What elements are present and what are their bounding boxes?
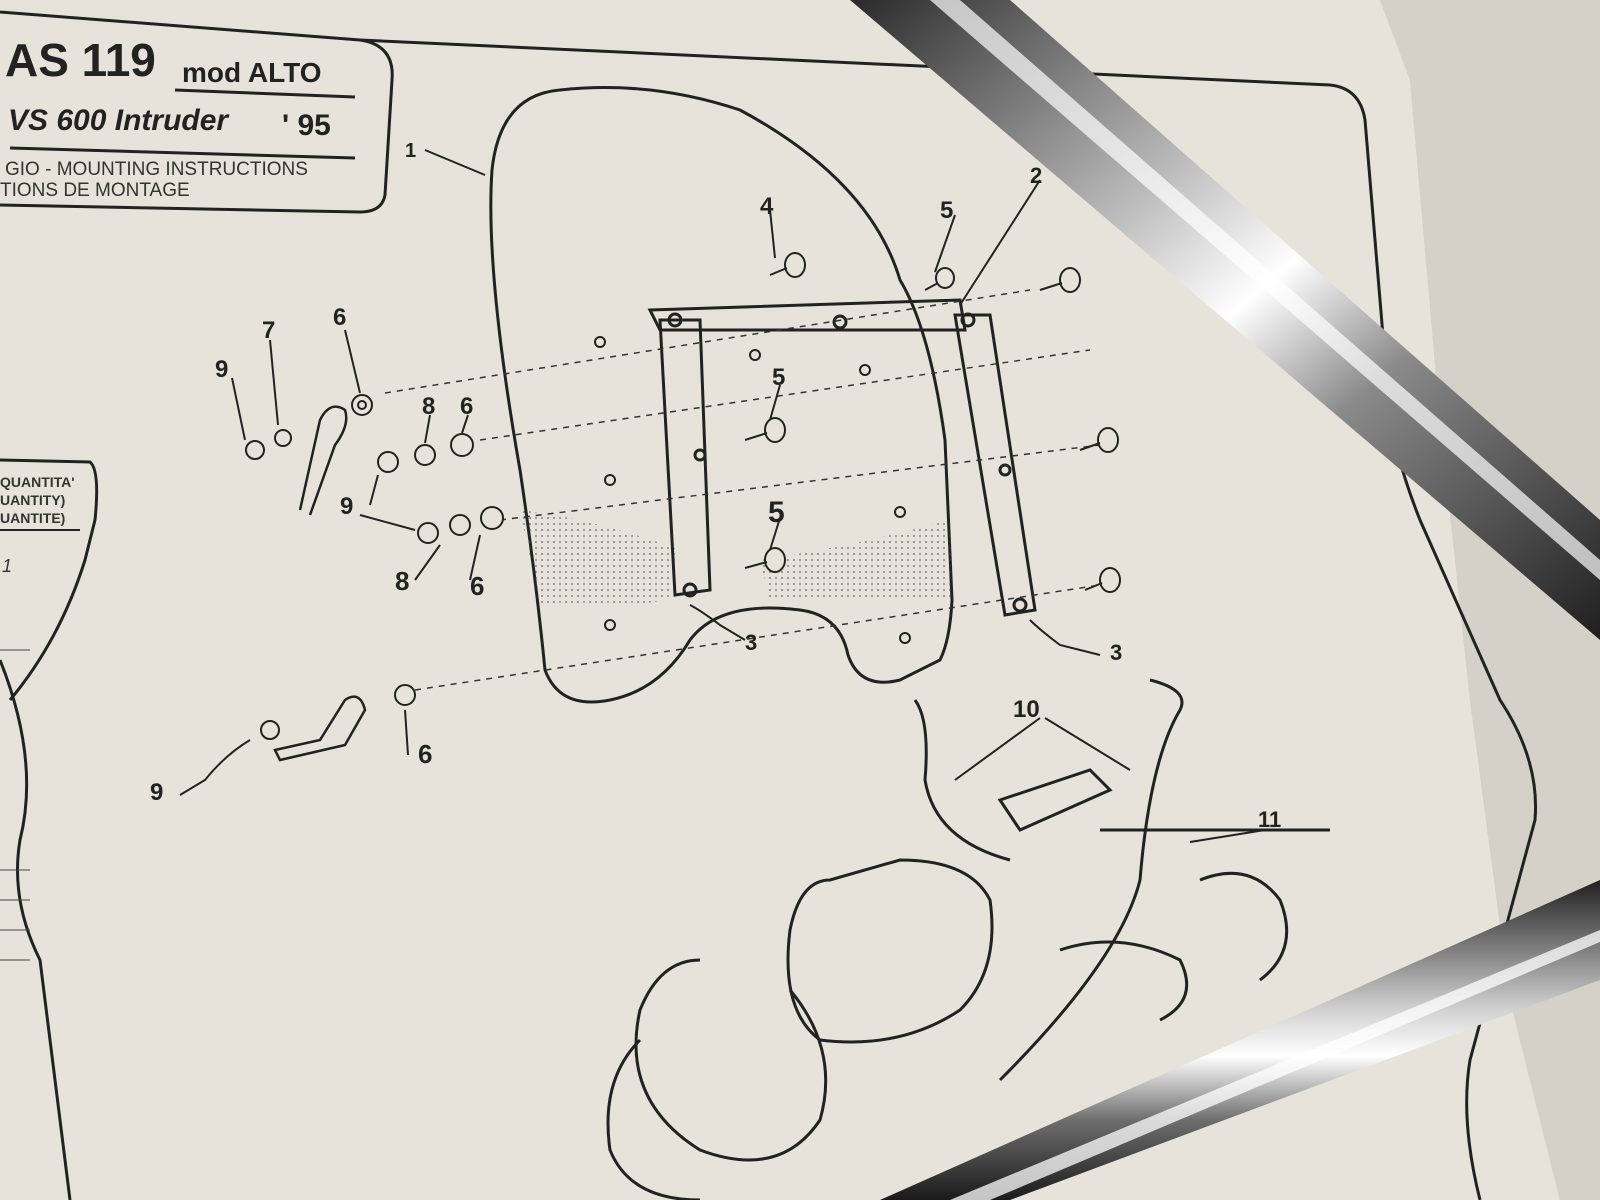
quantity-row-value: 1 xyxy=(2,556,12,576)
label-part-4: 4 xyxy=(760,193,774,220)
bolts xyxy=(744,252,1121,593)
instructions-line-it: GIO - MOUNTING INSTRUCTIONS xyxy=(5,159,308,180)
quantity-label-fr: UANTITE) xyxy=(0,510,65,526)
chrome-tube-bottom xyxy=(880,880,1600,1200)
paper-fold-shadow xyxy=(1380,0,1600,1200)
motorcycle-drawing xyxy=(606,678,1330,1200)
assembly-lines xyxy=(384,289,1101,691)
page-border-left xyxy=(0,659,72,1200)
label-part-6b: 6 xyxy=(460,393,473,420)
quantity-label-en: UANTITY) xyxy=(0,492,65,508)
quantity-label-it: QUANTITA' xyxy=(0,474,75,490)
label-part-10: 10 xyxy=(1013,696,1040,723)
mounting-brackets xyxy=(647,298,1037,617)
bike-year: ' 95 xyxy=(282,109,331,142)
label-part-2: 2 xyxy=(1030,163,1042,188)
label-part-9b: 9 xyxy=(340,493,353,520)
side-clamps xyxy=(273,405,367,762)
callout-leaders xyxy=(179,149,1266,843)
instructions-line-fr: TIONS DE MONTAGE xyxy=(0,180,190,201)
label-part-1: 1 xyxy=(405,140,416,162)
chrome-tube-top xyxy=(850,0,1600,640)
label-part-6d: 6 xyxy=(418,739,432,769)
header-box: AS 119 mod ALTO VS 600 Intruder ' 95 GIO… xyxy=(0,10,394,214)
page-border xyxy=(359,38,1538,1200)
washers-and-nuts xyxy=(245,394,504,740)
label-part-5b: 5 xyxy=(772,364,785,391)
model-code: AS 119 xyxy=(5,34,156,86)
bike-model: VS 600 Intruder xyxy=(8,104,230,137)
label-part-3b: 3 xyxy=(1110,640,1122,665)
label-part-11: 11 xyxy=(1258,807,1281,832)
label-part-8a: 8 xyxy=(422,393,435,420)
windshield-drawing xyxy=(489,86,955,704)
label-part-8b: 8 xyxy=(395,566,409,596)
quantity-table: QUANTITA' UANTITY) UANTITE) 1 xyxy=(0,458,99,961)
label-part-9a: 9 xyxy=(215,356,228,383)
label-part-6a: 6 xyxy=(333,304,346,331)
label-part-5a: 5 xyxy=(940,197,953,224)
label-part-9c: 9 xyxy=(150,779,163,806)
label-part-7: 7 xyxy=(262,317,275,344)
label-part-5c: 5 xyxy=(768,496,785,529)
part-labels: 1 2 3 3 4 5 5 5 6 6 6 6 7 8 8 9 9 9 10 1… xyxy=(150,140,1281,832)
model-variant: mod ALTO xyxy=(182,57,321,88)
label-part-6c: 6 xyxy=(470,571,484,601)
windshield-holes xyxy=(594,336,911,644)
label-part-3a: 3 xyxy=(745,630,757,655)
